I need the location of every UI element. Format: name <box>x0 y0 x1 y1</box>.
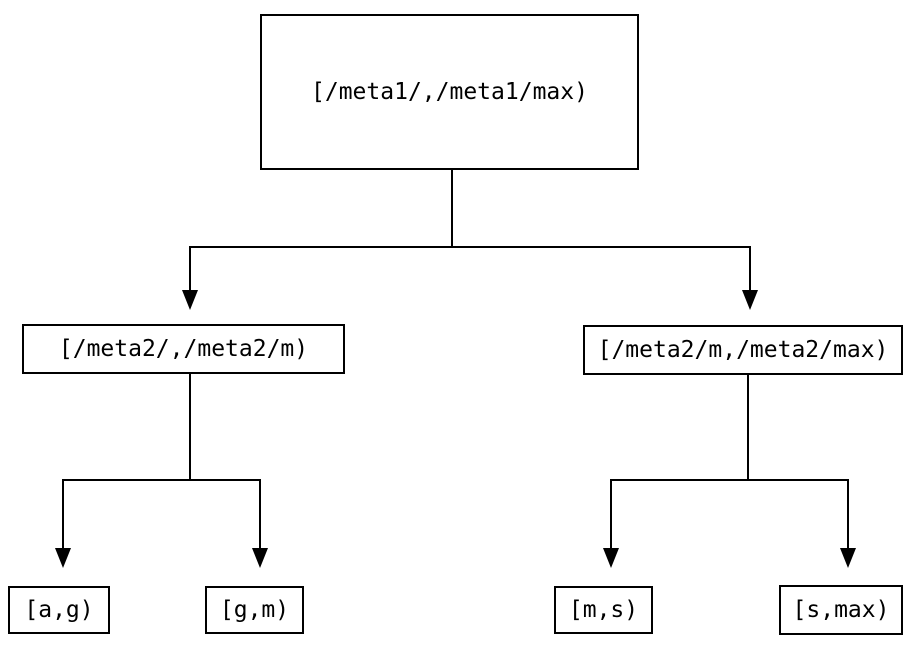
tree-node-leaf-ag: [a,g) <box>8 586 110 634</box>
tree-node-leaf-smax: [s,max) <box>779 585 903 635</box>
tree-node-left-child-label: [/meta2/,/meta2/m) <box>58 336 309 362</box>
arrowhead-to-right-child <box>742 290 758 310</box>
tree-node-leaf-ag-label: [a,g) <box>24 597 94 623</box>
arrowhead-to-leaf-ag <box>55 548 71 568</box>
tree-node-leaf-smax-label: [s,max) <box>792 597 890 623</box>
tree-node-left-child: [/meta2/,/meta2/m) <box>22 324 345 374</box>
arrowhead-to-left-child <box>182 290 198 310</box>
tree-node-leaf-gm: [g,m) <box>205 586 304 634</box>
arrowhead-to-leaf-gm <box>252 548 268 568</box>
tree-node-leaf-ms: [m,s) <box>554 586 653 634</box>
tree-node-root: [/meta1/,/meta1/max) <box>260 14 639 170</box>
arrowhead-to-leaf-smax <box>840 548 856 568</box>
tree-node-root-label: [/meta1/,/meta1/max) <box>311 79 588 105</box>
arrowhead-to-leaf-ms <box>603 548 619 568</box>
tree-node-right-child: [/meta2/m,/meta2/max) <box>583 325 903 375</box>
tree-node-right-child-label: [/meta2/m,/meta2/max) <box>597 337 889 363</box>
tree-node-leaf-ms-label: [m,s) <box>568 597 639 623</box>
tree-node-leaf-gm-label: [g,m) <box>219 597 290 623</box>
